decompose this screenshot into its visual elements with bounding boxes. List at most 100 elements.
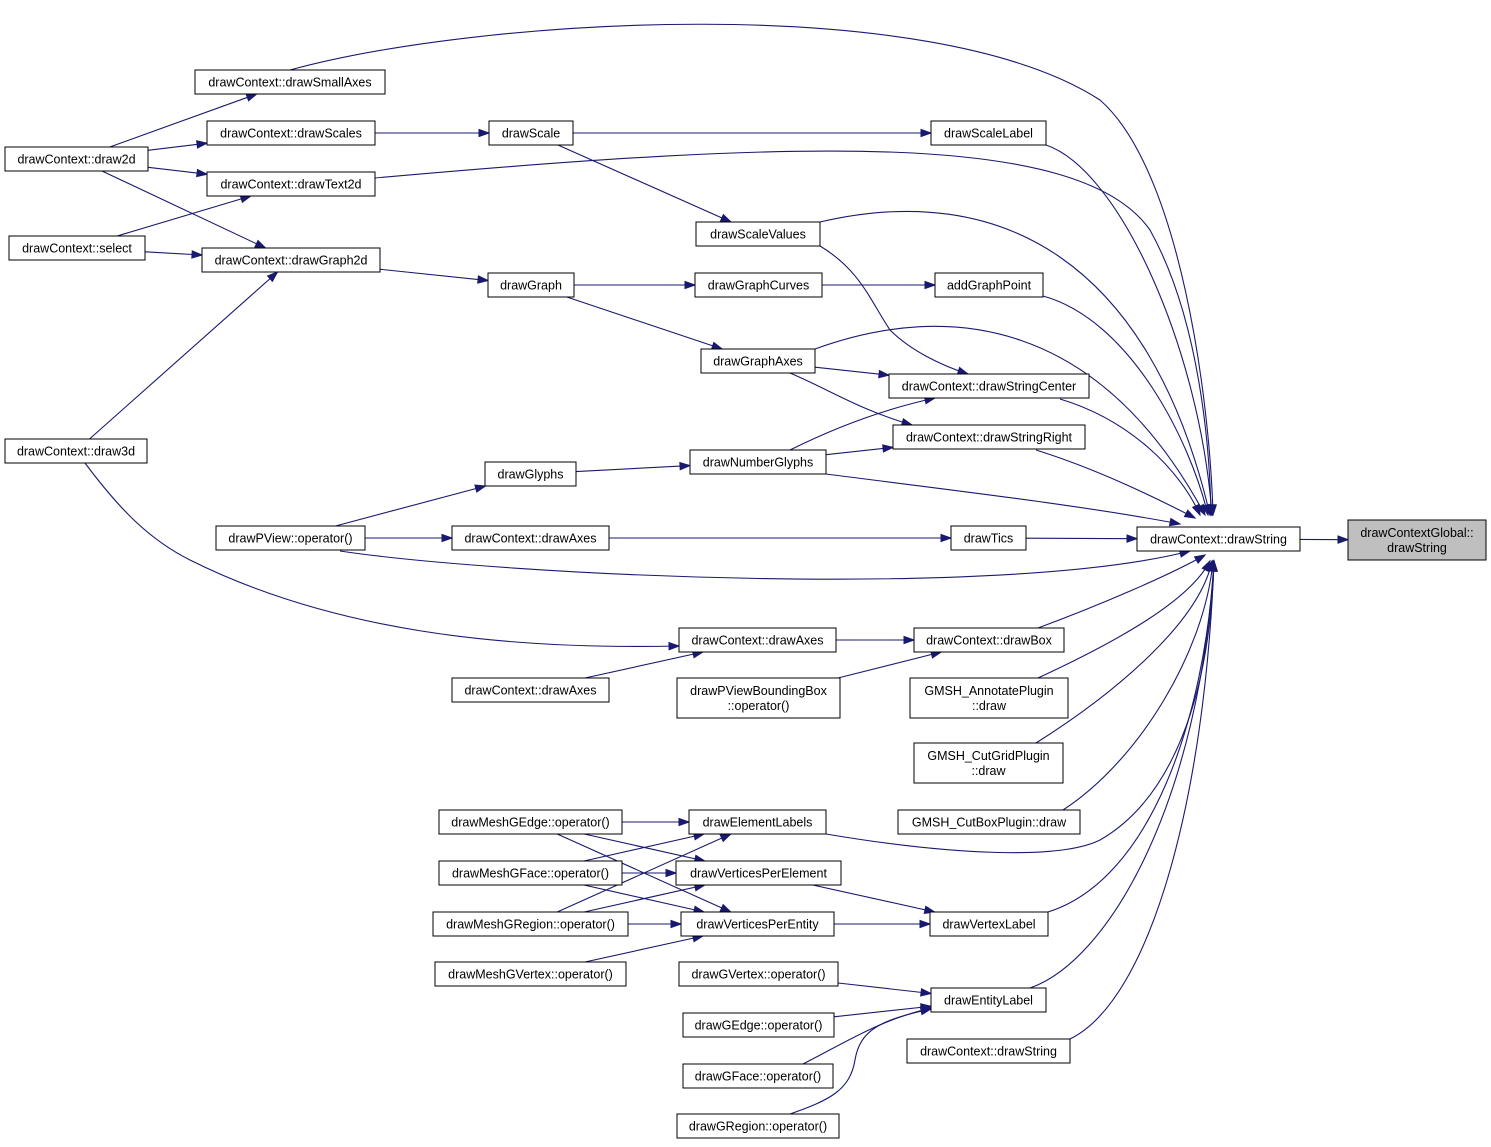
node-mgr[interactable]: drawMeshGRegion::operator() xyxy=(432,911,629,937)
edge-dsv-to-dsctr xyxy=(819,245,970,375)
node-dsr[interactable]: drawContext::drawStringRight xyxy=(892,424,1086,450)
edge-dgc-to-agp xyxy=(822,280,937,290)
edge-mgr-to-dvpen xyxy=(628,919,683,929)
node-label: drawContext::draw3d xyxy=(17,445,135,459)
node-dt2d[interactable]: drawContext::drawText2d xyxy=(206,171,376,197)
node-dvpen[interactable]: drawVerticesPerEntity xyxy=(680,911,835,937)
node-label: drawContext::draw2d xyxy=(17,153,135,167)
edge-arrowhead xyxy=(719,903,733,913)
node-dpv[interactable]: drawPView::operator() xyxy=(215,525,366,551)
node-box xyxy=(206,120,376,146)
node-box xyxy=(909,677,1069,719)
edge-gvop-to-del2 xyxy=(837,982,933,997)
node-sel[interactable]: drawContext::select xyxy=(8,235,146,261)
edge-d3d-to-dg2d xyxy=(89,271,279,440)
edge-arrowhead xyxy=(478,128,491,138)
node-del[interactable]: drawElementLabels xyxy=(688,809,827,835)
node-dng[interactable]: drawNumberGlyphs xyxy=(689,449,827,475)
edge-dsv-to-ds xyxy=(819,210,1212,517)
node-gvop[interactable]: drawGVertex::operator() xyxy=(678,961,839,987)
node-dsa[interactable]: drawContext::drawSmallAxes xyxy=(194,69,386,95)
node-dvpel[interactable]: drawVerticesPerElement xyxy=(675,860,842,886)
node-label: GMSH_CutBoxPlugin::draw xyxy=(912,816,1067,830)
edge-line xyxy=(584,651,704,679)
node-mgf[interactable]: drawMeshGFace::operator() xyxy=(438,860,623,886)
node-dg2d[interactable]: drawContext::drawGraph2d xyxy=(201,247,381,273)
node-dscs[interactable]: drawContext::drawScales xyxy=(206,120,376,146)
node-mge[interactable]: drawMeshGEdge::operator() xyxy=(438,809,623,835)
edge-line xyxy=(1035,560,1213,744)
node-del2[interactable]: drawEntityLabel xyxy=(930,987,1047,1013)
edge-line xyxy=(789,372,913,426)
edge-dng-to-ds xyxy=(825,473,1182,527)
node-gfop[interactable]: drawGFace::operator() xyxy=(682,1063,834,1089)
edge-dng-to-dsr xyxy=(825,444,895,456)
edge-arrowhead xyxy=(196,168,209,178)
node-label: drawContext::drawBox xyxy=(926,634,1053,648)
edge-line xyxy=(557,144,732,223)
edge-arrowhead xyxy=(882,444,895,453)
node-grop[interactable]: drawGRegion::operator() xyxy=(676,1113,840,1139)
node-d3d[interactable]: drawContext::draw3d xyxy=(4,438,148,464)
node-ds[interactable]: drawContext::drawString xyxy=(1136,526,1301,552)
node-dvl[interactable]: drawVertexLabel xyxy=(929,911,1049,937)
node-box xyxy=(682,1063,834,1089)
node-dax1[interactable]: drawContext::drawAxes xyxy=(451,525,610,551)
edge-arrowhead xyxy=(1209,559,1218,572)
node-box xyxy=(215,525,366,551)
edge-arrowhead xyxy=(719,833,733,843)
node-label: drawContext::drawText2d xyxy=(220,178,361,192)
node-box xyxy=(1347,519,1487,561)
node-box xyxy=(929,911,1049,937)
node-agp[interactable]: addGraphPoint xyxy=(934,272,1044,298)
node-dsc[interactable]: drawScale xyxy=(488,120,574,146)
node-root[interactable]: drawContextGlobal::drawString xyxy=(1347,519,1487,561)
edge-grop-to-del2 xyxy=(789,1006,933,1115)
node-dsl[interactable]: drawScaleLabel xyxy=(930,120,1047,146)
edge-dax2-to-dbox xyxy=(836,635,916,645)
edge-arrowhead xyxy=(956,366,970,375)
node-dg[interactable]: drawGraph xyxy=(487,272,575,298)
node-ds2[interactable]: drawContext::drawString xyxy=(906,1038,1071,1064)
node-dax2[interactable]: drawContext::drawAxes xyxy=(678,627,837,653)
node-dsctr[interactable]: drawContext::drawStringCenter xyxy=(888,373,1090,399)
node-dbox[interactable]: drawContext::drawBox xyxy=(913,627,1065,653)
node-dax3[interactable]: drawContext::drawAxes xyxy=(451,677,610,703)
node-dga[interactable]: drawGraphAxes xyxy=(700,348,816,374)
node-dsv[interactable]: drawScaleValues xyxy=(695,221,821,247)
edge-arrowhead xyxy=(1193,554,1207,564)
node-box xyxy=(1136,526,1301,552)
node-box xyxy=(451,525,610,551)
node-box xyxy=(913,627,1065,653)
node-box xyxy=(682,1012,835,1038)
edge-arrowhead xyxy=(903,635,916,645)
edge-line xyxy=(1059,398,1201,516)
node-label: drawVerticesPerEntity xyxy=(696,918,819,932)
edge-d2d-to-dt2d xyxy=(147,166,209,178)
edge-ds2-to-ds xyxy=(1069,559,1218,1040)
edge-line xyxy=(837,982,932,995)
node-label: GMSH_AnnotatePlugin xyxy=(924,684,1053,698)
node-gcbp[interactable]: GMSH_CutBoxPlugin::draw xyxy=(897,809,1081,835)
node-dgc[interactable]: drawGraphCurves xyxy=(694,272,823,298)
node-gap[interactable]: GMSH_AnnotatePlugin::draw xyxy=(909,677,1069,719)
node-geop[interactable]: drawGEdge::operator() xyxy=(682,1012,835,1038)
node-label: drawContext::drawString xyxy=(1150,533,1287,547)
node-gcgp[interactable]: GMSH_CutGridPlugin::draw xyxy=(913,742,1064,784)
node-label: drawContext::drawSmallAxes xyxy=(208,76,371,90)
edge-arrowhead xyxy=(678,817,691,827)
node-box xyxy=(700,348,816,374)
node-d2d[interactable]: drawContext::draw2d xyxy=(4,146,149,172)
edge-line xyxy=(833,1005,932,1018)
node-box xyxy=(487,272,575,298)
edge-arrowhead xyxy=(670,919,683,929)
edge-line xyxy=(789,397,936,451)
node-dtics[interactable]: drawTics xyxy=(950,525,1027,551)
node-dgl[interactable]: drawGlyphs xyxy=(484,461,577,487)
node-box xyxy=(678,961,839,987)
edge-line xyxy=(575,465,691,473)
node-label: drawContext::drawGraph2d xyxy=(215,254,368,268)
node-mgv[interactable]: drawMeshGVertex::operator() xyxy=(434,961,627,987)
node-dpvbb[interactable]: drawPViewBoundingBox::operator() xyxy=(676,677,841,719)
node-label: ::draw xyxy=(971,764,1006,778)
